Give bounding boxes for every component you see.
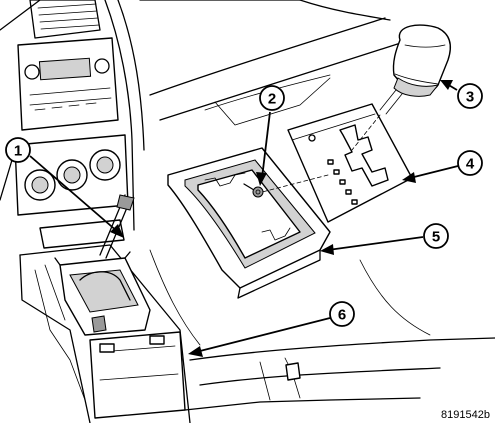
shift-knob (379, 24, 451, 115)
figure-id: 8191542b (441, 409, 490, 421)
callout-2: 2 (256, 85, 285, 186)
callout-4: 4 (402, 150, 483, 183)
callout-3-label: 3 (466, 89, 474, 106)
callout-6-label: 6 (338, 307, 346, 324)
shift-indicator-plate (287, 103, 413, 223)
air-vent (29, 0, 101, 39)
instrument-panel (0, 0, 411, 249)
center-console (19, 194, 191, 423)
callout-5-label: 5 (432, 229, 440, 246)
callout-3: 3 (440, 80, 483, 109)
shifter-bezel (167, 147, 331, 299)
radio-unit (17, 37, 119, 131)
callout-1: 1 (5, 137, 124, 238)
callout-4-label: 4 (466, 156, 475, 173)
floor-trim (149, 249, 495, 411)
callout-5: 5 (320, 223, 449, 255)
callout-6: 6 (188, 301, 355, 357)
callout-2-label: 2 (268, 91, 276, 108)
assembly-guide-lines (261, 114, 381, 193)
callout-1-label: 1 (14, 143, 22, 160)
climate-controls (14, 134, 129, 216)
